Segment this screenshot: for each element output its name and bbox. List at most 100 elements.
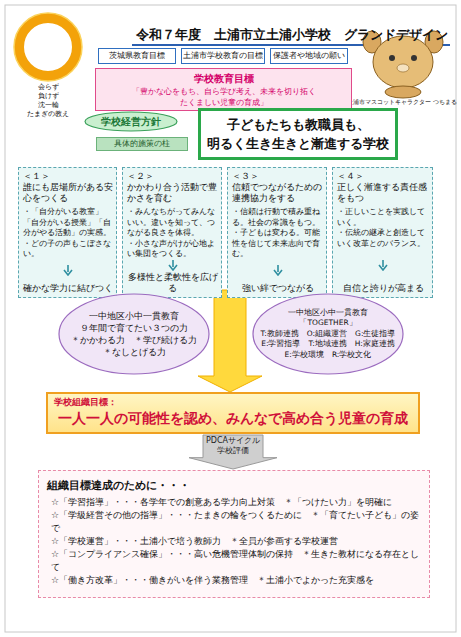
small-down-arrow (377, 260, 389, 271)
node-body: ＜２＞かかわり合う活動で豊かさを育む・みんなちがってみんないい。違いを知って、つ… (127, 171, 218, 294)
node-heading: 茨城県教育目標 (99, 49, 175, 63)
node-body: 学校教育目標「豊かな心をもち、自ら学び考え、未来を切り拓く たくましい児童の育成… (100, 71, 347, 108)
node-body: 具体的施策の柱 (97, 138, 187, 150)
oval-outline (58, 293, 210, 375)
node-heading: 土浦市学校教育の目標 (182, 49, 264, 63)
policy-box: 子どもたちも教職員も、 明るく生き生きと漸進する学校 (198, 108, 398, 160)
node-body: 一中地区小中一貫教育「TOGETHER」T:教師連携 O:組織運営 G:生徒指導… (252, 293, 404, 375)
node-text: 多様性と柔軟性を広げる (127, 272, 218, 294)
logo-ring-outer (14, 13, 82, 81)
node-heading: 具体的施策の柱 (97, 138, 187, 150)
small-down-arrow-path (64, 265, 72, 275)
node-text: 自信と誇りが高まる (337, 283, 429, 294)
node-text: ・「自分がいる教室」「自分がいる授業」「自分がやる活動」の実感。 (23, 206, 113, 238)
node-body: 茨城県教育目標 (99, 49, 175, 63)
node-text: 強い絆でつながる (232, 283, 323, 294)
logo-ring (19, 18, 77, 76)
goal-box: 土浦市学校教育の目標 (181, 48, 265, 64)
node-body: 保護者や地域の願い (271, 49, 347, 63)
edge-label: PDCAサイクル 学校評価 (204, 436, 262, 456)
small-down-arrow-path (169, 260, 177, 270)
node-body: 組織目標達成のために・・・ ☆「学習指導」・・・各学年での創意ある学力向上対策 ＊… (47, 477, 421, 587)
pillar-band: 具体的施策の柱 (96, 137, 188, 151)
node-text: 正しく漸進する責任感をもつ (337, 182, 429, 204)
motto-text: たまぎの教え (16, 110, 80, 119)
node-text: 確かな学力に結びつく (23, 283, 113, 294)
node-text: ９年間で育てたい３つの力 (80, 322, 188, 334)
motto-text: 負けず (16, 92, 80, 101)
node-text: 信頼でつながるための連携協力をする (232, 182, 323, 204)
small-down-arrow-path (379, 260, 387, 270)
node-text: 「豊かな心をもち、自ら学び考え、未来を切り拓く たくましい児童の育成」 (100, 86, 347, 108)
pillar-box: ＜３＞信頼でつながるための連携協力をする・信頼は行動で積み重ねる。社会の常識をも… (227, 167, 327, 298)
motto-text: 会らず (16, 83, 80, 92)
node-heading: 学校教育目標 (100, 71, 347, 86)
node-text: ・みんなちがってみんないい。違いを知って、つながる良さを体得。 (127, 206, 218, 238)
oval-shape (59, 294, 209, 374)
node-text: ☆「働き方改革」・・・働きがいを伴う業務管理 ＊土浦小でよかった充実感を (51, 574, 421, 587)
node-heading: 保護者や地域の願い (271, 49, 347, 63)
node-text: ☆「学級経営その他の指導」・・・たまきの輪をつくるために ＊「育てたい子ども」の… (51, 509, 421, 535)
node-text: ・信頼は行動で積み重ねる。社会の常識をもつ。 (232, 206, 323, 227)
node-body: 一中地区小中一貫教育９年間で育てたい３つの力＊かかわる力 ＊学び続ける力＊なしと… (58, 293, 210, 375)
node-text: ・小さな声がけが心地よい集団をつくる。 (127, 238, 218, 259)
org-goal-box: 学校組織目標：一人一人の可能性を認め、みんなで高め合う児童の育成 (46, 392, 420, 434)
node-body: 子どもたちも教職員も、 明るく生き生きと漸進する学校 (207, 115, 389, 153)
school-goal-box: 学校教育目標「豊かな心をもち、自ら学び考え、未来を切り拓く たくましい児童の育成… (95, 68, 352, 111)
node-heading: 学校組織目標： (54, 396, 412, 408)
node-body: 学校経営方針 (84, 111, 178, 132)
pillar-box: ＜４＞正しく漸進する責任感をもつ・正しいことを実践していく。・伝統の継承と創造し… (332, 167, 433, 298)
node-text: 誰にも居場所がある安心をつくる (23, 182, 113, 204)
page-title: 令和７年度 土浦市立土浦小学校 グランドデザイン (132, 27, 452, 44)
node-heading: ＜２＞ (127, 171, 218, 182)
node-text: ・正しいことを実践していく。 (337, 206, 429, 227)
node-body: ＜１＞誰にも居場所がある安心をつくる・「自分がいる教室」「自分がいる授業」「自分… (23, 171, 113, 294)
node-heading: 一中地区小中一貫教育 (89, 310, 179, 322)
action-box: 組織目標達成のために・・・ ☆「学習指導」・・・各学年での創意ある学力向上対策 ＊… (38, 470, 430, 598)
node-text: 「TOGETHER」 (299, 318, 356, 329)
node-text: ・伝統の継承と創造していく改革とのバランス。 (337, 227, 429, 248)
node-body: ＜３＞信頼でつながるための連携協力をする・信頼は行動で積み重ねる。社会の常識をも… (232, 171, 323, 294)
node-text: ☆「学習指導」・・・各学年での創意ある学力向上対策 ＊「つけたい力」を明確に (51, 496, 421, 509)
node-heading: ＜４＞ (337, 171, 429, 182)
arrow-spacer (127, 259, 218, 273)
program-oval: 一中地区小中一貫教育「TOGETHER」T:教師連携 O:組織運営 G:生徒指導… (252, 293, 404, 375)
node-text: ＊なしとげる力 (103, 346, 166, 358)
node-heading: 組織目標達成のために・・・ (47, 477, 421, 493)
motto-text: 沈一輪 (16, 101, 80, 110)
mascot-caption: 土浦市マスコットキャラクター つちまる (347, 99, 457, 106)
page-frame (5, 5, 456, 632)
program-oval: 一中地区小中一貫教育９年間で育てたい３つの力＊かかわる力 ＊学び続ける力＊なしと… (58, 293, 210, 375)
node-heading: 子どもたちも教職員も、 明るく生き生きと漸進する学校 (207, 115, 389, 153)
node-heading: 一中地区小中一貫教育 (288, 308, 368, 319)
node-body: ＜４＞正しく漸進する責任感をもつ・正しいことを実践していく。・伝統の継承と創造し… (337, 171, 429, 294)
node-text: ・子どもは変わる。可能性を信じて未来志向で育む。 (232, 227, 323, 259)
node-text: T:教師連携 O:組織運営 G:生徒指導 (261, 329, 396, 340)
node-text: E:学習指導 T:地域連携 H:家庭連携 (261, 339, 395, 350)
goal-box: 保護者や地域の願い (270, 48, 348, 64)
oval-shape (85, 112, 177, 131)
pillar-box: ＜２＞かかわり合う活動で豊かさを育む・みんなちがってみんないい。違いを知って、つ… (122, 167, 222, 298)
node-heading: ＜１＞ (23, 171, 113, 182)
node-text: ☆「コンプライアンス確保」・・・高い危機管理体制の保持 ＊生きた教材になる存在と… (51, 548, 421, 574)
small-down-arrow-path (274, 265, 282, 275)
node-text: ・どの子の声もこぼさない。 (23, 238, 113, 259)
goal-box: 茨城県教育目標 (98, 48, 176, 64)
node-text: 一人一人の可能性を認め、みんなで高め合う児童の育成 (54, 408, 412, 428)
small-down-arrow (167, 260, 179, 271)
policy-oval: 学校経営方針 (84, 111, 178, 132)
small-down-arrow (62, 265, 74, 276)
node-text: ＊かかわる力 ＊学び続ける力 (71, 334, 197, 346)
node-text: E:学校環境 R:学校文化 (285, 350, 372, 361)
oval-shape (253, 294, 403, 374)
block-arrow (189, 435, 277, 469)
small-down-arrow (272, 265, 284, 276)
arrow-spacer (232, 259, 323, 284)
node-heading: ＜３＞ (232, 171, 323, 182)
node-heading: 学校経営方針 (101, 115, 161, 129)
node-text: ☆「学校運営」・・・土浦小で培う教師力 ＊全員が参画する学校運営 (51, 535, 421, 548)
node-body: 学校組織目標：一人一人の可能性を認め、みんなで高め合う児童の育成 (54, 396, 412, 428)
node-body: 土浦市学校教育の目標 (182, 49, 264, 63)
arrow-spacer (23, 259, 113, 284)
